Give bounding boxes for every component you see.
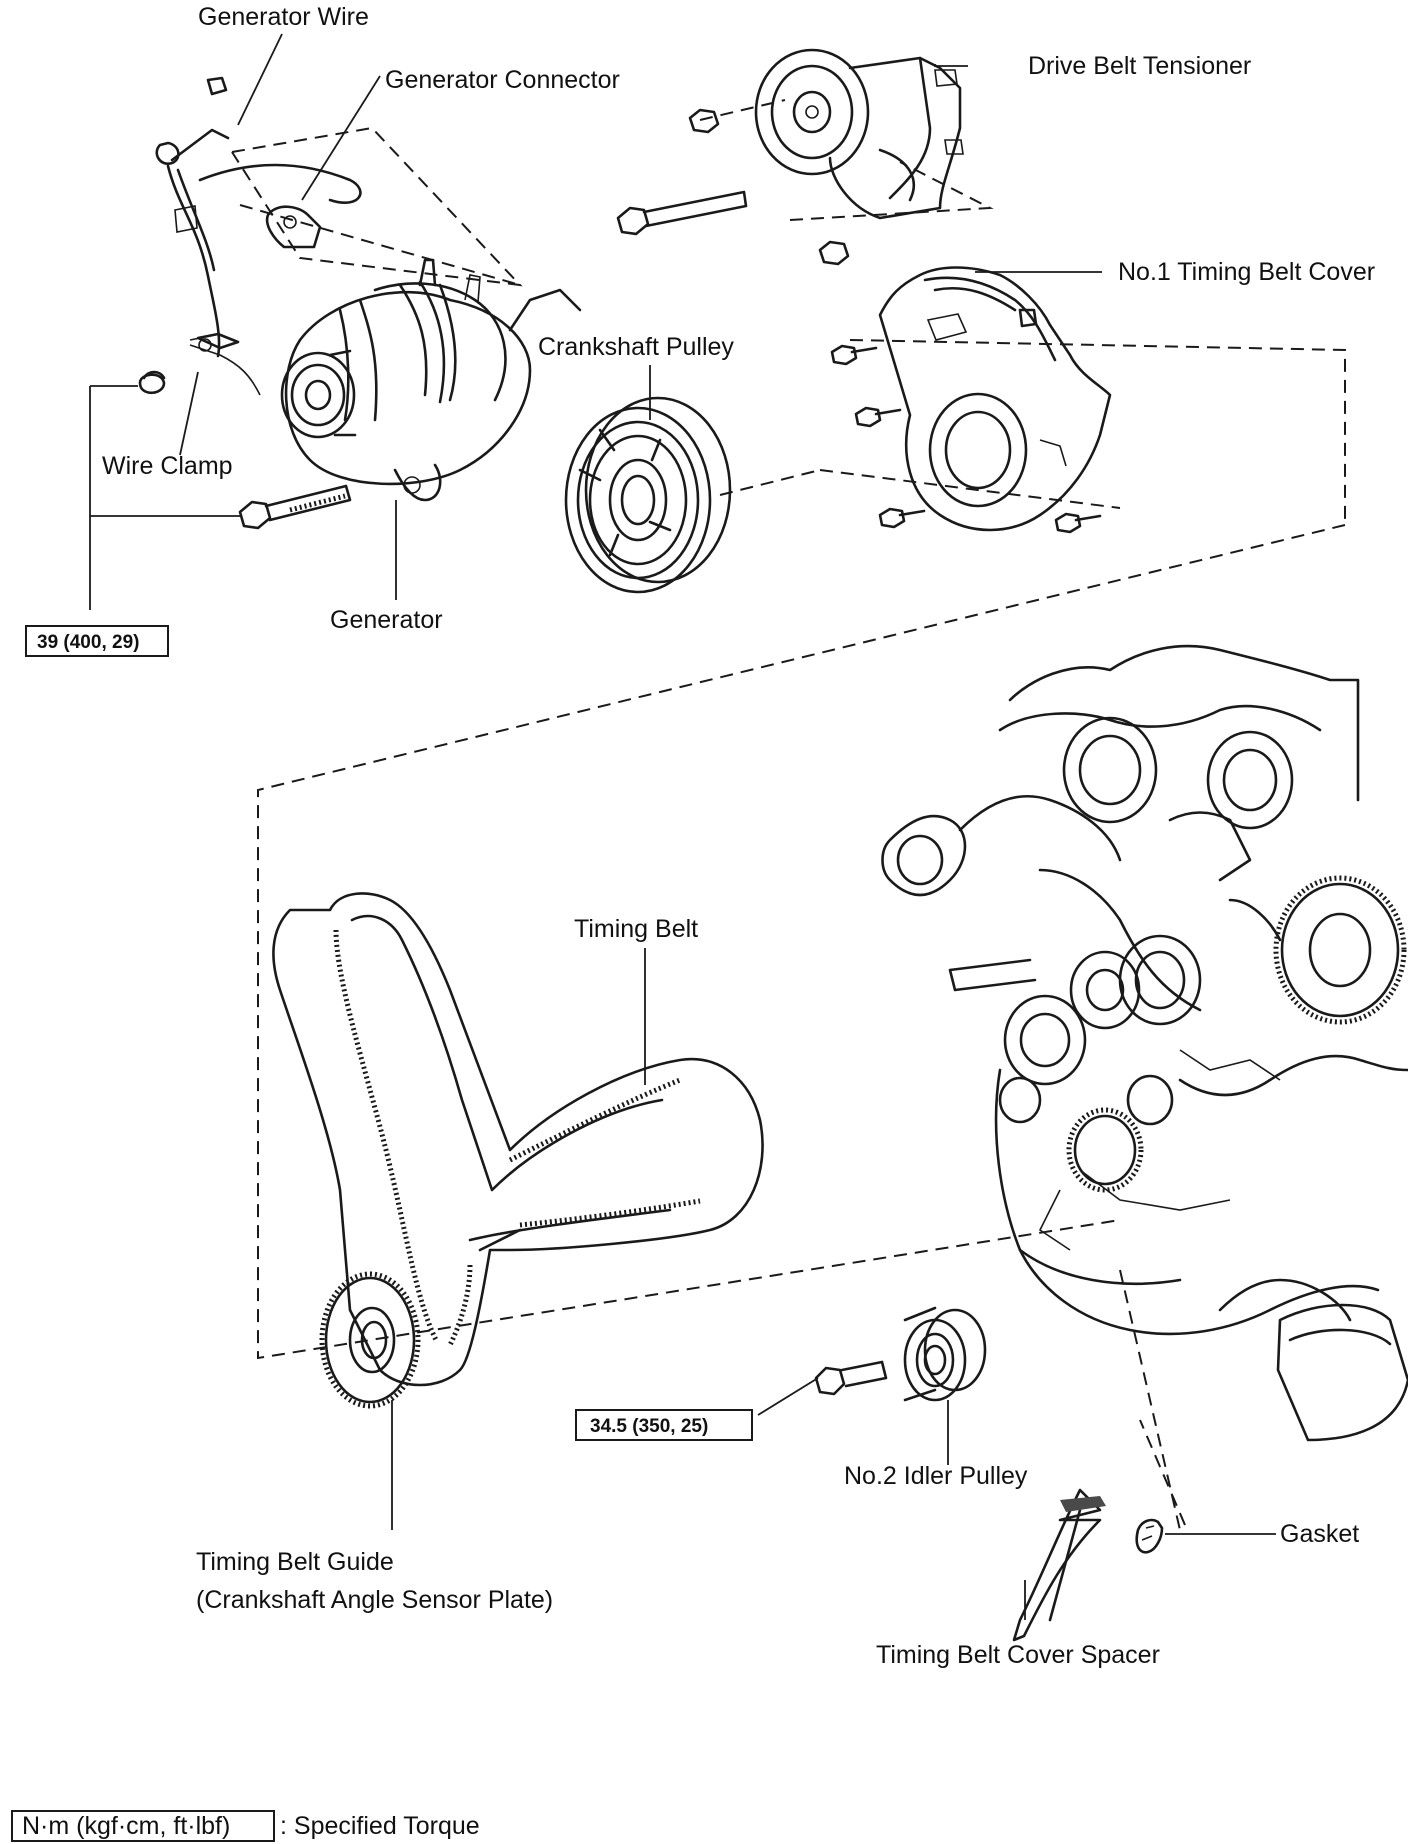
legend-unit-box: N·m (kgf·cm, ft·lbf)	[22, 1812, 230, 1840]
label-no2-idler-pulley: No.2 Idler Pulley	[844, 1462, 1028, 1490]
generator-connector-part	[265, 205, 322, 249]
label-wire-clamp: Wire Clamp	[102, 452, 233, 480]
label-no1-timing-belt-cover: No.1 Timing Belt Cover	[1118, 258, 1375, 286]
label-timing-belt: Timing Belt	[574, 915, 698, 943]
drive-belt-tensioner-part	[754, 48, 964, 220]
label-crankshaft-pulley: Crankshaft Pulley	[538, 333, 734, 361]
timing-belt-guide-part	[319, 1271, 421, 1409]
timing-belt-part	[272, 892, 764, 1387]
label-generator-connector: Generator Connector	[385, 66, 620, 94]
gasket-part	[1135, 1518, 1164, 1554]
torque-box-idler: 34.5 (350, 25)	[575, 1409, 753, 1441]
legend-description: : Specified Torque	[280, 1812, 480, 1840]
torque-box-generator: 39 (400, 29)	[25, 625, 169, 657]
torque-generator-bolts: 39 (400, 29)	[37, 632, 139, 653]
label-timing-belt-guide: Timing Belt Guide	[196, 1548, 394, 1576]
label-generator: Generator	[330, 606, 443, 634]
label-drive-belt-tensioner: Drive Belt Tensioner	[1028, 52, 1251, 80]
cover-bolts	[830, 344, 1102, 534]
assembly-dashed-lines	[231, 99, 1346, 1531]
engine-block-part	[881, 644, 1408, 1442]
label-timing-belt-cover-spacer: Timing Belt Cover Spacer	[876, 1641, 1160, 1669]
label-generator-wire: Generator Wire	[198, 3, 369, 31]
generator-bolt-part	[238, 484, 352, 530]
label-crankshaft-angle-sensor-plate: (Crankshaft Angle Sensor Plate)	[196, 1586, 553, 1614]
no1-timing-belt-cover-part	[878, 266, 1112, 532]
torque-legend: N·m (kgf·cm, ft·lbf) : Specified Torque	[11, 1810, 480, 1842]
generator-wire-part	[155, 76, 362, 396]
generator-part	[280, 258, 582, 502]
timing-belt-cover-spacer-part	[1012, 1488, 1106, 1642]
tensioner-fasteners	[616, 108, 850, 266]
crankshaft-pulley-part	[564, 396, 732, 594]
no2-idler-pulley-part	[903, 1306, 987, 1402]
torque-idler-pulley-bolt: 34.5 (350, 25)	[590, 1416, 708, 1437]
leader-lines	[89, 33, 1276, 1620]
idler-pulley-bolt-part	[814, 1360, 888, 1396]
label-gasket: Gasket	[1280, 1520, 1359, 1548]
wire-clamp-part	[138, 332, 240, 395]
